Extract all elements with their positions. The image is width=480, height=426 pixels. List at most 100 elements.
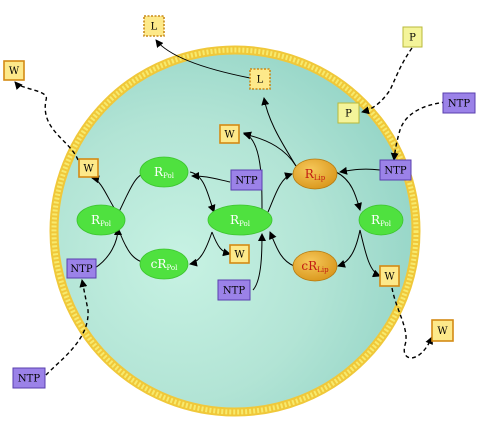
species-box [379,265,400,287]
species-w-top-center: W [219,124,240,144]
enzyme-ellipse [207,204,273,236]
species-box [78,158,99,178]
species-w-left-outer: W [3,60,25,81]
enzyme-label: RPol [154,165,175,180]
enzyme-label: RPol [371,213,392,228]
species-box [229,244,250,264]
species-ntp-right-inner: NTP [379,159,412,181]
enzyme-label-main: R [371,213,381,227]
species-ntp-right-outer: NTP [442,92,476,114]
species-label: NTP [18,374,40,385]
enzyme-ellipse [139,248,189,280]
enzyme-label-main: R [305,167,315,181]
arrow-ntp-center-to-rpol-top [191,172,231,183]
enzyme-label: cRLip [301,259,329,274]
enzyme-label-sub: Pol [163,172,175,180]
species-box [402,26,423,48]
species-w-center: W [229,244,250,264]
enzyme-ellipse [292,250,338,282]
species-ntp-center: NTP [230,169,263,191]
arrow-l-inner-to-l-outer [155,39,251,79]
enzyme-label-sub: Lip [314,174,326,182]
species-w-left-inner: W [78,158,99,178]
transport-w-left-out [14,81,79,161]
enzyme-crpol-bottom: cRPol [139,248,189,280]
species-w-right-inner: W [379,265,400,287]
species-w-right-outer: W [431,319,454,342]
arrow-rpol-center-to-crpol [189,231,213,267]
species-box [143,15,165,37]
arrow-rpol-center-to-w-center [211,231,231,257]
enzyme-label-sub: Pol [100,220,112,228]
species-label: P [345,109,352,120]
species-box [66,258,97,279]
transport-p-in [361,47,413,115]
transport-ntp-left-in [45,279,89,376]
species-label: W [83,164,94,175]
species-ntp-bottom-center: NTP [217,279,251,301]
enzyme-label: cRPol [151,257,178,272]
species-label: P [409,33,416,44]
arrow-rpol-center-to-rlip [267,172,293,213]
arrow-crlip-to-rpol-center [269,231,295,267]
enzyme-rpol-right: RPol [358,204,404,236]
species-label: W [224,130,235,141]
species-label: NTP [70,264,92,275]
species-box [379,159,412,181]
enzyme-ellipse [139,156,189,188]
enzyme-rlip-top: RLip [292,158,338,190]
enzyme-rpol-left: RPol [76,204,126,236]
species-box [249,68,271,90]
enzyme-ellipse [76,204,126,236]
species-label: W [234,250,245,261]
species-label: L [257,75,264,86]
enzyme-crlip-bottom: cRLip [292,250,338,282]
enzyme-label-main: cR [301,259,318,273]
enzyme-label: RPol [230,213,251,228]
enzyme-label-sub: Lip [317,266,329,274]
species-box [431,319,454,342]
enzyme-ellipse [292,158,338,190]
reaction-arrows [14,39,447,376]
enzyme-label-sub: Pol [380,220,392,228]
enzyme-label: RPol [91,213,112,228]
arrow-ntp-left-to-rpol [94,227,122,269]
enzyme-label-sub: Pol [239,220,251,228]
species-label: L [151,22,158,33]
species-label: W [384,272,395,283]
species-label: NTP [384,166,406,177]
arrow-rpol-right-to-w-right [359,229,381,278]
species-ntp-left-outer: NTP [12,367,46,389]
species-label: NTP [235,176,257,187]
species-box [219,124,240,144]
species-box [337,102,360,124]
species-box [230,169,263,191]
arrow-rlip-to-l-inner [261,97,297,167]
transport-ntp-right-in [390,101,447,161]
enzyme-label-main: cR [151,257,168,271]
enzyme-ellipse [358,204,404,236]
enzyme-label: RLip [305,167,326,182]
enzyme-rpol-top: RPol [139,156,189,188]
species-box [3,60,25,81]
species-label: NTP [223,286,245,297]
transport-w-right-out [391,287,433,359]
species-label: W [437,326,448,337]
species-l-outer: L [143,15,165,37]
species-label: W [9,66,20,77]
enzyme-label-main: R [91,213,101,227]
arrow-ntp-right-to-rlip [339,166,381,175]
species-box [442,92,476,114]
species-box [12,367,46,389]
species-l-inner: L [249,68,271,90]
enzyme-label-sub: Pol [166,264,178,272]
enzyme-label-main: R [230,213,240,227]
enzyme-label-main: R [154,165,164,179]
species-p-outer: P [402,26,423,48]
arrow-ntp-bottom-to-rpol-center [252,233,266,291]
enzyme-rpol-center: RPol [207,204,273,236]
arrow-rpol-right-to-crlip [337,229,361,268]
species-label: NTP [448,99,470,110]
